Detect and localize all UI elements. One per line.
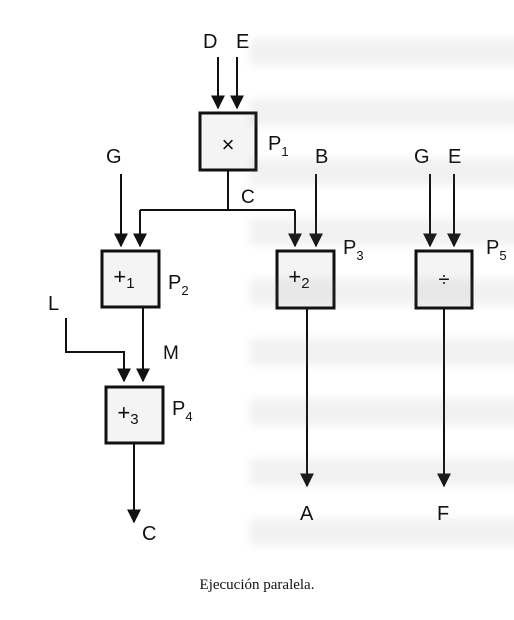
node-p1-label: P1 <box>268 133 289 159</box>
node-p4-label: P4 <box>172 398 193 424</box>
output-f-label: F <box>437 503 449 525</box>
output-c-label: C <box>142 523 156 545</box>
node-p1-box <box>198 111 258 172</box>
node-p5-label: P5 <box>486 237 507 263</box>
input-b-label: B <box>315 146 328 168</box>
input-d-label: D <box>203 31 217 53</box>
bleed-through-text-background <box>250 25 514 545</box>
node-p4-op: +3 <box>117 400 138 428</box>
output-a-label: A <box>300 503 314 525</box>
node-p3-label: P3 <box>343 237 364 263</box>
diagram-canvas: D E × P1 C G B +1 P2 <box>48 31 507 545</box>
dataflow-diagram: D E × P1 C G B +1 P2 <box>48 25 514 545</box>
arrow-l-to-p4 <box>65 318 131 383</box>
wire-c-label: C <box>241 187 255 208</box>
input-e-p5-label: E <box>448 146 461 168</box>
input-e-label: E <box>236 31 249 53</box>
node-p2-label: P2 <box>168 272 189 298</box>
input-l-label: L <box>48 293 59 315</box>
figure-caption: Ejecución paralela. <box>199 577 315 593</box>
input-g-p5-label: G <box>414 146 430 168</box>
node-p3-box <box>275 249 336 310</box>
node-p2-box <box>100 249 161 309</box>
node-p1-op: × <box>222 132 235 157</box>
node-p2-op: +1 <box>113 264 134 292</box>
node-p3-op: +2 <box>288 264 309 292</box>
input-g-label: G <box>106 146 122 168</box>
wire-m-label: M <box>163 343 179 364</box>
node-p5-op: ÷ <box>439 269 450 291</box>
